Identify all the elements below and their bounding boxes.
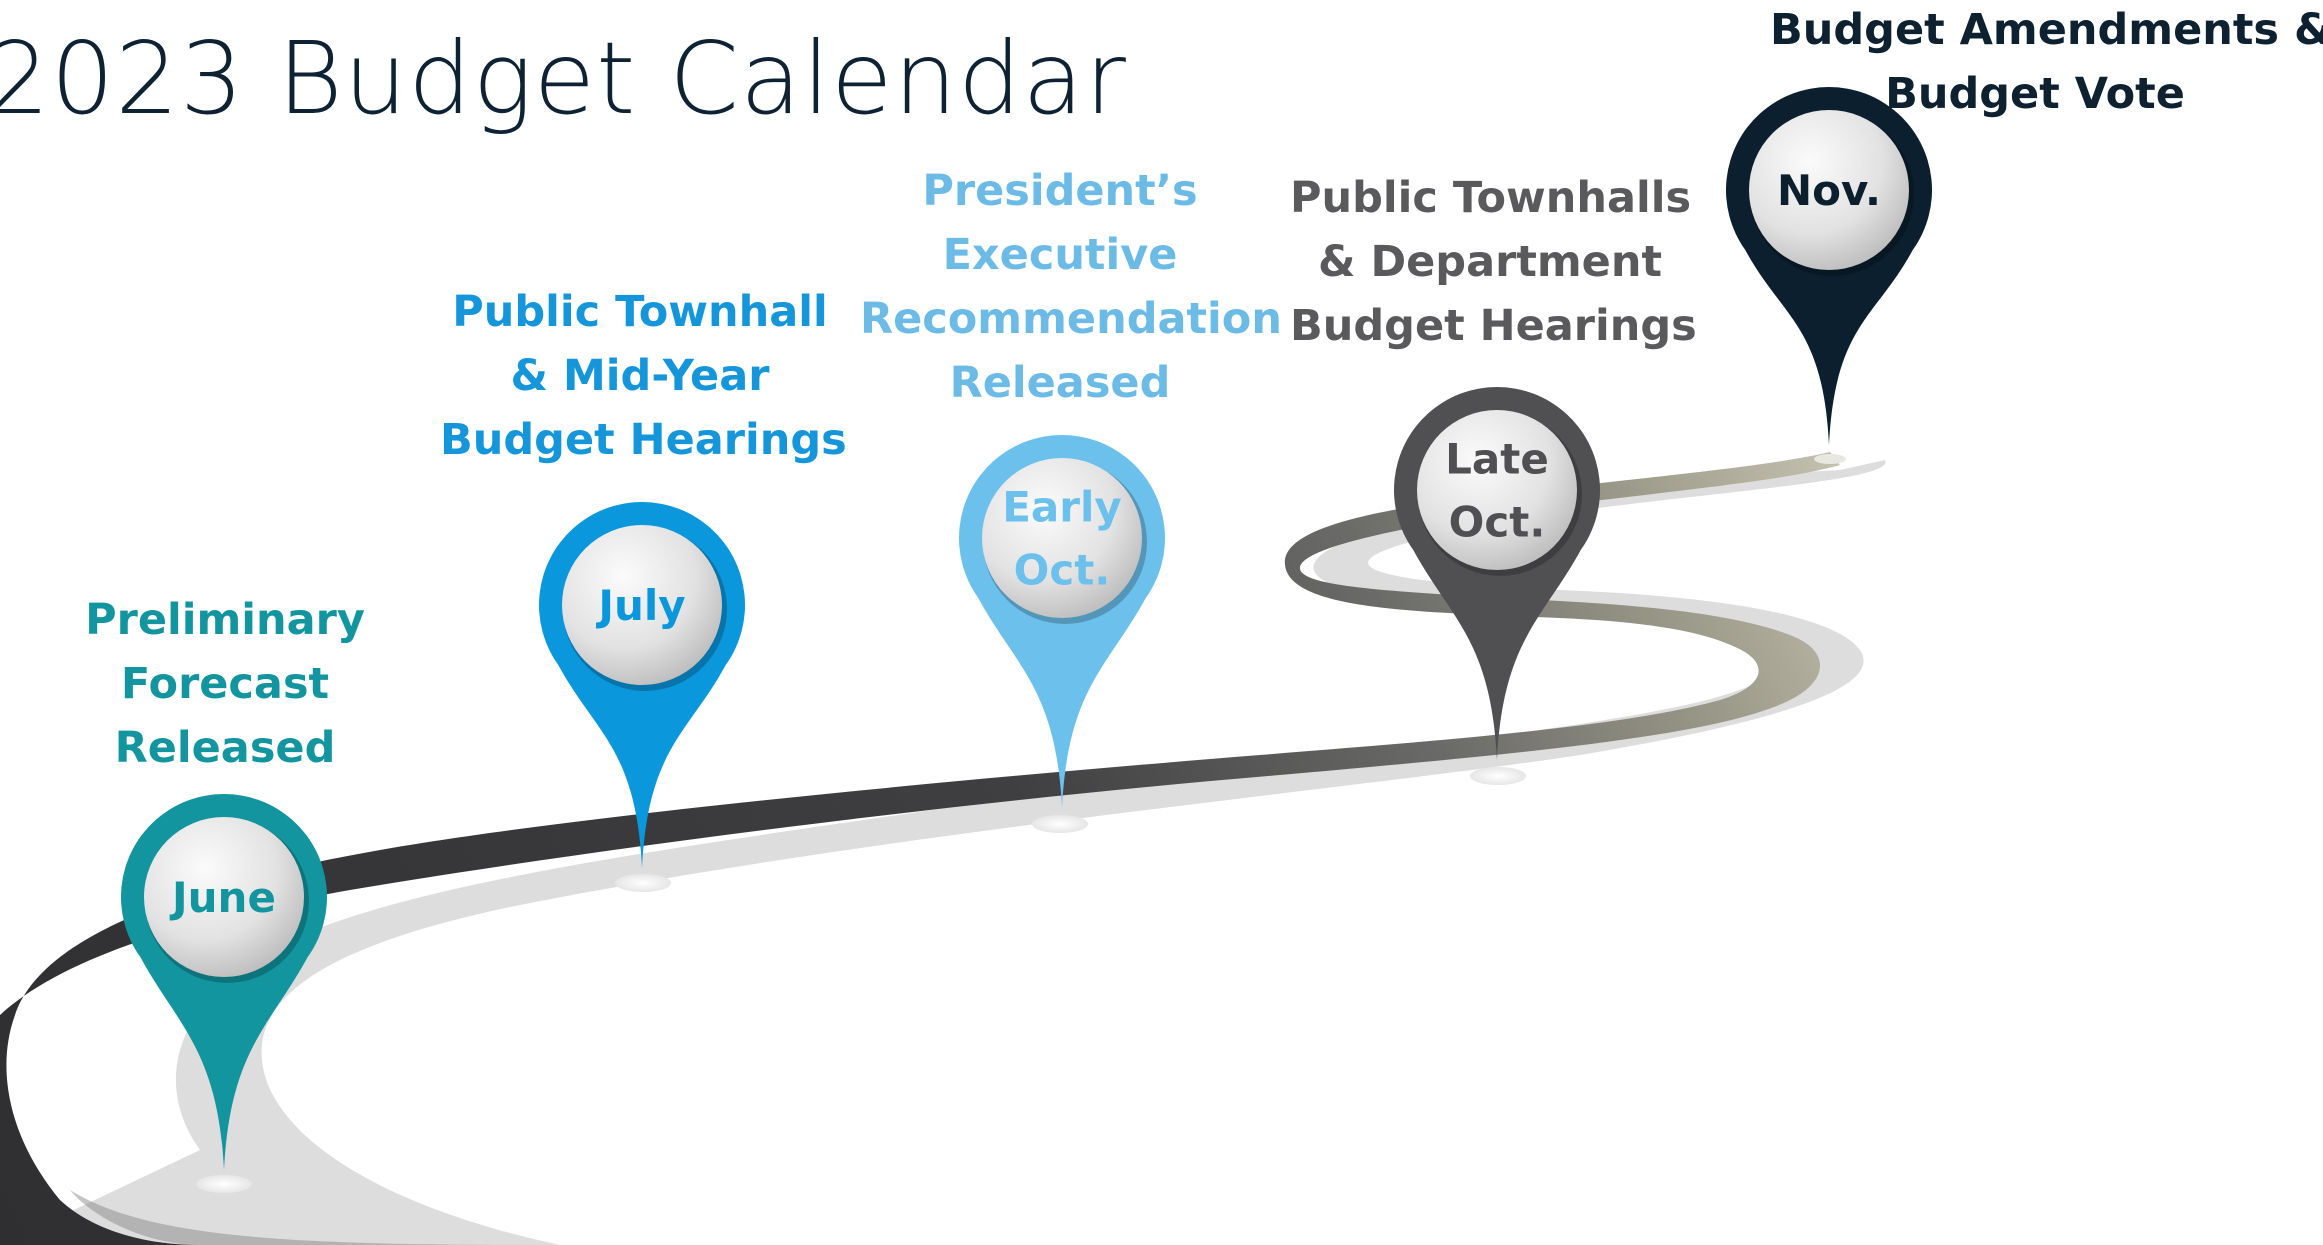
pin-month-label: Nov. <box>1777 166 1881 215</box>
map-pin-june: June <box>121 793 327 1170</box>
caption-line: President’s <box>922 166 1198 216</box>
map-pin-july: July <box>539 501 746 868</box>
pin-face <box>144 817 304 977</box>
road-marker-late-oct <box>1470 767 1526 785</box>
caption-line: Public Townhalls <box>1290 173 1692 223</box>
milestone-caption-june: Preliminary Forecast Released <box>60 588 390 780</box>
caption-line: Budget Hearings <box>1290 301 1697 351</box>
milestone-caption-july: Public Townhall & Mid-Year Budget Hearin… <box>440 280 847 472</box>
pin-month-label: July <box>595 581 685 630</box>
road-marker-nov <box>1814 454 1846 464</box>
caption-line: Recommendation <box>860 294 1282 344</box>
milestone-caption-early-oct: President’s Executive Recommendation Rel… <box>860 159 1282 415</box>
pin-month-label: Oct. <box>1449 498 1546 547</box>
caption-line: Released <box>114 723 336 773</box>
caption-line: Released <box>949 358 1171 408</box>
pin-face <box>982 458 1142 618</box>
caption-line: Budget Hearings <box>440 415 847 465</box>
map-pin-nov: Nov. <box>1726 86 1932 446</box>
caption-line: & Department <box>1317 237 1663 287</box>
caption-line: Forecast <box>120 659 330 709</box>
caption-line: Public Townhall <box>452 287 828 337</box>
caption-line: & Mid-Year <box>510 351 770 401</box>
pin-face <box>1749 110 1909 270</box>
pin-face <box>1417 410 1577 570</box>
pin-month-label: Oct. <box>1014 546 1111 595</box>
pin-face <box>562 525 722 685</box>
road-edge <box>70 1190 560 1245</box>
pin-month-label: Early <box>1002 483 1122 532</box>
milestone-caption-late-oct: Public Townhalls & Department Budget Hea… <box>1290 166 1697 358</box>
caption-line: Preliminary <box>85 595 365 645</box>
caption-line: Budget Amendments & <box>1770 5 2323 55</box>
pin-month-label: June <box>169 873 276 922</box>
road-marker-july <box>615 874 671 892</box>
page-title: 2023 Budget Calendar <box>0 20 1127 137</box>
milestone-caption-nov: Budget Amendments & Budget Vote <box>1770 0 2323 126</box>
caption-line: Executive <box>942 230 1178 280</box>
caption-line: Budget Vote <box>1885 69 2185 119</box>
road-marker-june <box>196 1175 252 1193</box>
road-shadow <box>0 460 1886 1245</box>
pin-month-label: Late <box>1445 435 1549 484</box>
road-marker-early-oct <box>1032 815 1088 833</box>
